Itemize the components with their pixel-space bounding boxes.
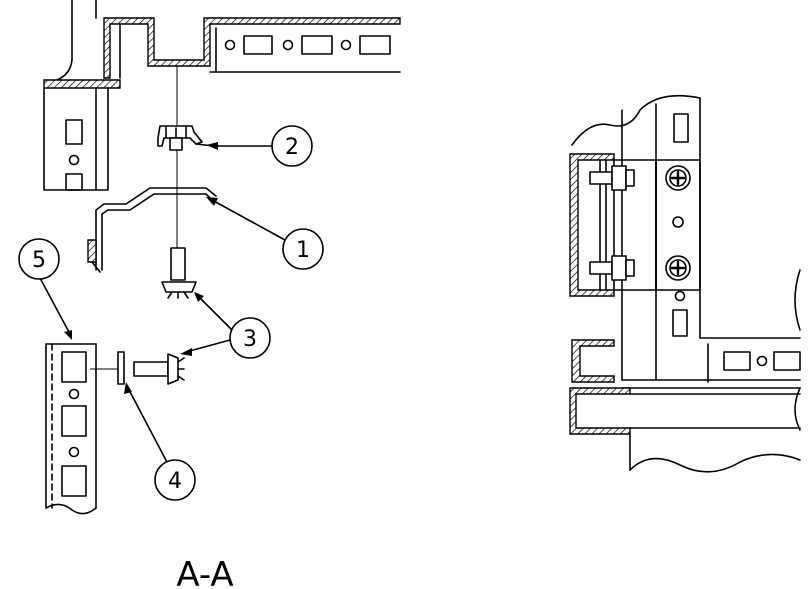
- callout-1: 1: [282, 228, 324, 270]
- section-view: 2 1 5 3 4 A-A: [18, 0, 401, 589]
- washer: [117, 351, 125, 385]
- callout-2-label: 2: [285, 135, 299, 160]
- mounting-rail: [45, 343, 97, 515]
- callout-4-label: 4: [168, 469, 182, 494]
- corner-post: [43, 79, 121, 191]
- callout-4: 4: [154, 459, 196, 501]
- callout-1-label: 1: [296, 238, 310, 263]
- bracket: [87, 187, 217, 273]
- top-rail: [49, 0, 401, 83]
- callout-2: 2: [271, 125, 313, 167]
- callout-3: 3: [229, 317, 271, 359]
- callout-5-label: 5: [32, 248, 46, 273]
- screw-vertical: [161, 247, 197, 299]
- assembled-view: [569, 94, 801, 473]
- leader-lines: [39, 142, 286, 465]
- cage-nut: [157, 125, 215, 151]
- section-label: A-A: [176, 555, 233, 589]
- callout-5: 5: [18, 238, 60, 280]
- screw-horizontal: [133, 353, 185, 385]
- callout-3-label: 3: [243, 327, 257, 352]
